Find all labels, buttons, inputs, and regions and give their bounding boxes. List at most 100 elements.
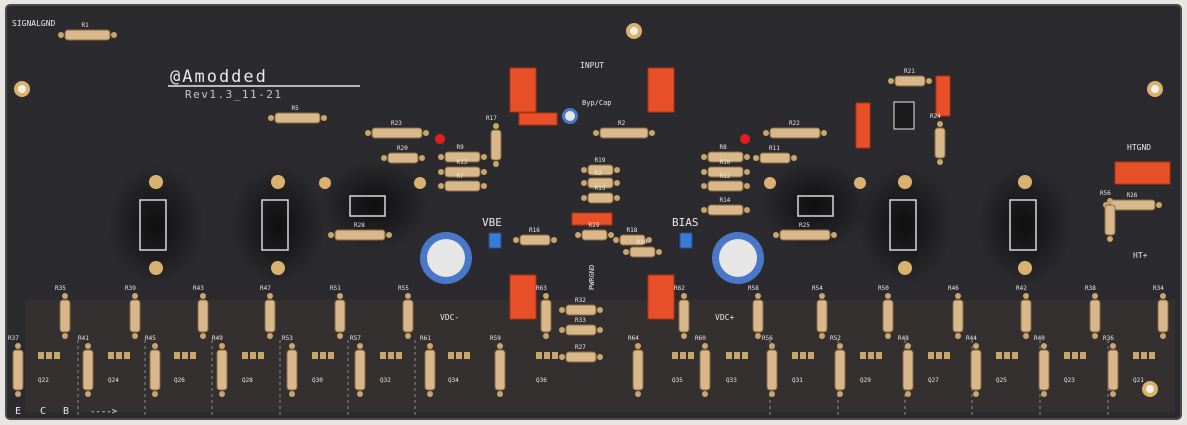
resistor-label: R49 (212, 335, 223, 342)
resistor: R26 (1103, 192, 1162, 211)
resistor-label: R5 (292, 105, 300, 112)
vdc-plus-label: VDC+ (715, 313, 734, 322)
resistor-label: R1 (82, 22, 90, 29)
resistor: R17 (486, 115, 502, 167)
resistor-label: R27 (575, 344, 586, 351)
resistor-label: R24 (930, 113, 941, 120)
resistor: R13 (438, 159, 487, 178)
resistor-label: R46 (948, 285, 959, 292)
transistor-label: Q33 (726, 377, 737, 384)
resistor: R11 (753, 145, 797, 164)
electrolytic-capacitors (420, 108, 764, 284)
resistor-label: R42 (1016, 285, 1027, 292)
mounting-holes (14, 23, 1163, 397)
resistor-label: R50 (878, 285, 889, 292)
pin-b-label: B (63, 406, 69, 417)
arrow-label: ----> (90, 407, 118, 417)
resistor-label: R28 (354, 222, 365, 229)
ht-plus-label: HT+ (1133, 251, 1148, 260)
transistor: Q27 (928, 352, 950, 384)
resistor-label: R35 (55, 285, 66, 292)
transistor: Q24 (108, 352, 130, 384)
resistor: R57 (350, 335, 366, 397)
resistor-label: R48 (898, 335, 909, 342)
resistor: R28 (328, 222, 392, 241)
resistor-label: R30 (637, 239, 648, 246)
resistor: R62 (674, 285, 690, 339)
resistor: R25 (773, 222, 837, 241)
resistor-label: R37 (8, 335, 19, 342)
transistor: Q36 (536, 352, 558, 384)
heatsink-star-pads (149, 175, 1032, 275)
resistor-label: R3 (595, 170, 603, 177)
resistor: R56 (1100, 190, 1116, 242)
resistor-label: R60 (695, 335, 706, 342)
resistor-label: R43 (193, 285, 204, 292)
transistor: Q21 (1133, 352, 1155, 384)
resistor-label: R40 (1034, 335, 1045, 342)
resistor: R24 (930, 113, 946, 165)
transistor-label: Q30 (312, 377, 323, 384)
resistor-label: R56 (1100, 190, 1111, 197)
resistor-label: R10 (720, 159, 731, 166)
resistor: R59 (490, 335, 506, 397)
resistor: R63 (536, 285, 552, 339)
resistor: R15 (581, 185, 620, 204)
resistor: R51 (330, 285, 346, 339)
resistor: R40 (1034, 335, 1050, 397)
transistor-label: Q22 (38, 377, 49, 384)
resistor: R21 (888, 68, 932, 87)
resistor: R23 (365, 120, 429, 139)
resistor-label: R55 (398, 285, 409, 292)
resistor-label: R53 (282, 335, 293, 342)
transistor: Q22 (38, 352, 60, 384)
resistor: R12 (701, 173, 750, 192)
resistor: R41 (78, 335, 94, 397)
resistor-label: R57 (350, 335, 361, 342)
resistor-label: R39 (125, 285, 136, 292)
byp-cap-label: Byp/Cap (582, 99, 612, 107)
transistor: Q32 (380, 352, 402, 384)
resistor-label: R9 (457, 144, 465, 151)
transistor: Q30 (312, 352, 334, 384)
resistor-label: R8 (720, 144, 728, 151)
resistor-label: R33 (575, 317, 586, 324)
resistor: R3 (581, 170, 620, 189)
vdc-minus-label: VDC- (440, 313, 459, 322)
resistor: R60 (695, 335, 711, 397)
transistor-label: Q35 (672, 377, 683, 384)
resistor-label: R56 (762, 335, 773, 342)
resistor: R27 (559, 344, 603, 363)
transistor-label: Q26 (174, 377, 185, 384)
resistor: R44 (966, 335, 982, 397)
resistor: R30 (623, 239, 662, 258)
resistor-label: R7 (457, 173, 465, 180)
resistor: R2 (593, 120, 655, 139)
transistor: Q26 (174, 352, 196, 384)
resistor: R61 (420, 335, 436, 397)
resistor: R56 (762, 335, 778, 397)
ht-gnd-label: HTGND (1127, 143, 1151, 152)
resistor-label: R62 (674, 285, 685, 292)
heatsinks (139, 195, 1037, 251)
resistor: R22 (763, 120, 827, 139)
resistor-label: R21 (904, 68, 915, 75)
resistor-label: R11 (769, 145, 780, 152)
input-label: INPUT (580, 61, 604, 70)
resistor: R5 (268, 105, 327, 124)
resistor-label: R58 (748, 285, 759, 292)
resistor: R43 (193, 285, 209, 339)
resistor-label: R12 (720, 173, 731, 180)
resistor: R52 (830, 335, 846, 397)
film-capacitors (509, 67, 1171, 320)
resistor: R47 (260, 285, 276, 339)
signal-gnd-label: SIGNALGND (12, 19, 56, 28)
transistor-label: Q32 (380, 377, 391, 384)
transistor-label: Q29 (860, 377, 871, 384)
resistor-label: R15 (595, 185, 606, 192)
resistor: R54 (812, 285, 828, 339)
resistor: R38 (1085, 285, 1101, 339)
brand-logo: @Amodded (170, 67, 268, 87)
resistor: R32 (559, 297, 603, 316)
